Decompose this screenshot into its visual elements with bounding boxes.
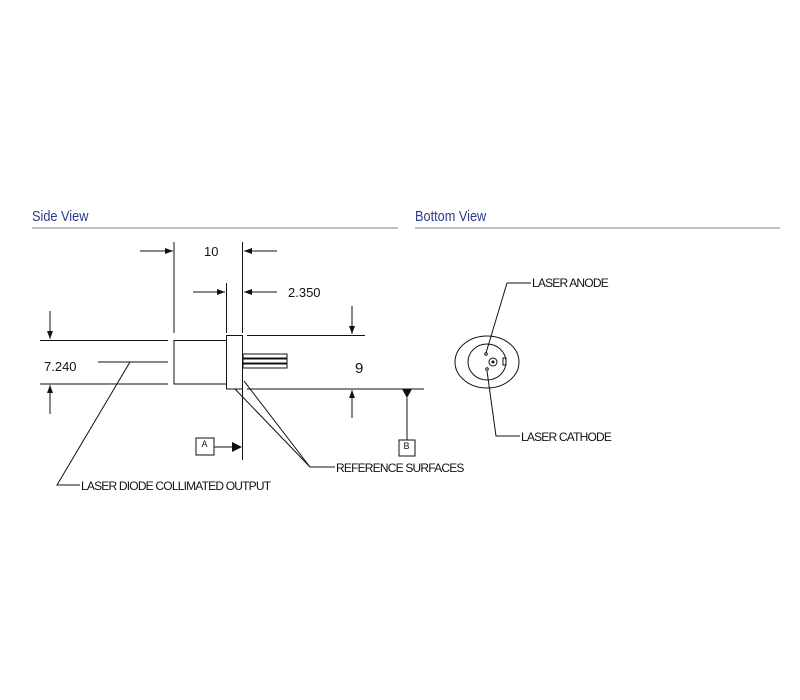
- datum-b-triangle-icon: [402, 389, 412, 398]
- dim-flange: 2.350: [288, 285, 321, 300]
- dim-length: 10: [204, 244, 218, 259]
- bottom-view-title: Bottom View: [415, 207, 487, 224]
- laser-body: [173, 340, 227, 385]
- bottom-view-rule: [415, 227, 780, 229]
- flange: [226, 335, 243, 390]
- cathode-pin: [485, 367, 489, 371]
- outer-flange: [454, 335, 520, 389]
- datum-b-box: [398, 439, 416, 457]
- side-view-title: Side View: [32, 207, 89, 224]
- label-laser-anode: LASER ANODE: [532, 276, 609, 290]
- pin: [242, 358, 288, 364]
- label-laser-cathode: LASER CATHODE: [521, 430, 612, 444]
- datum-a-label: A: [202, 439, 208, 449]
- side-view-drawing: 10 2.350 7.240 9 B A LASER: [40, 242, 465, 493]
- label-reference-surfaces: REFERENCE SURFACES: [336, 461, 464, 475]
- side-view-header: Side View: [32, 207, 398, 229]
- datum-a-triangle-icon: [232, 442, 242, 452]
- side-view-rule: [32, 227, 398, 229]
- pin: [242, 353, 288, 359]
- bottom-view-header: Bottom View: [415, 207, 780, 229]
- bottom-view-drawing: LASER ANODE LASER CATHODE: [454, 276, 613, 444]
- datum-b-label: B: [404, 441, 410, 451]
- dim-body-diameter: 7.240: [44, 359, 77, 374]
- photodiode-pin: [488, 357, 498, 367]
- pin: [242, 363, 288, 369]
- key-tab: [502, 357, 507, 366]
- label-collimated-output: LASER DIODE COLLIMATED OUTPUT: [81, 479, 272, 493]
- anode-pin: [484, 352, 488, 356]
- dim-flange-diameter: 9: [355, 360, 363, 377]
